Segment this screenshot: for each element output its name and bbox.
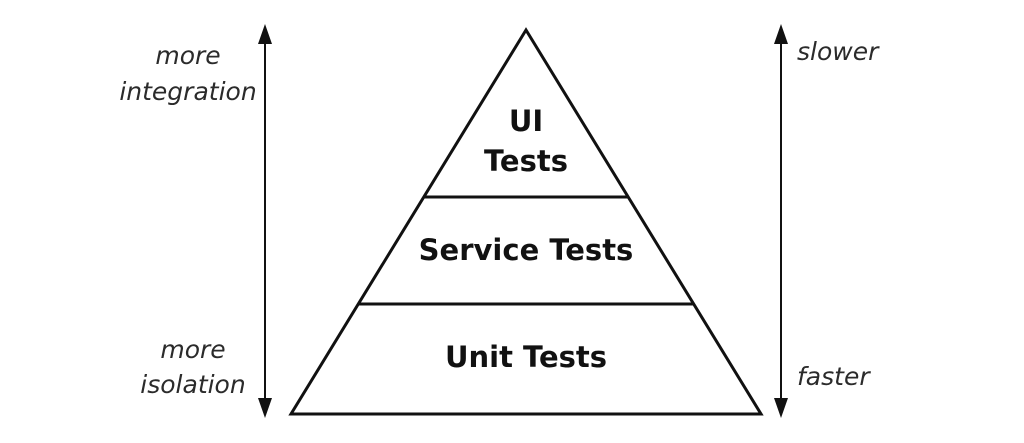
tier-ui-label-line2: Tests xyxy=(484,144,568,178)
left-bottom-label-line2: isolation xyxy=(140,370,245,399)
pyramid xyxy=(288,27,764,416)
right-bottom-label: faster xyxy=(797,362,871,391)
right-axis-down-arrowhead xyxy=(774,398,788,418)
left-axis-arrow xyxy=(258,24,272,418)
pyramid-outline xyxy=(288,27,764,416)
right-axis-up-arrowhead xyxy=(774,24,788,44)
left-top-label-line1: more xyxy=(155,41,220,70)
left-bottom-label-line1: more xyxy=(160,335,225,364)
right-top-label: slower xyxy=(797,37,880,66)
tier-service-label: Service Tests xyxy=(419,233,634,267)
tier-ui-label-line1: UI xyxy=(509,104,543,138)
left-axis-up-arrowhead xyxy=(258,24,272,44)
tier-unit-label: Unit Tests xyxy=(445,340,607,374)
left-axis-down-arrowhead xyxy=(258,398,272,418)
right-axis-arrow xyxy=(774,24,788,418)
left-top-label-line2: integration xyxy=(119,77,256,106)
